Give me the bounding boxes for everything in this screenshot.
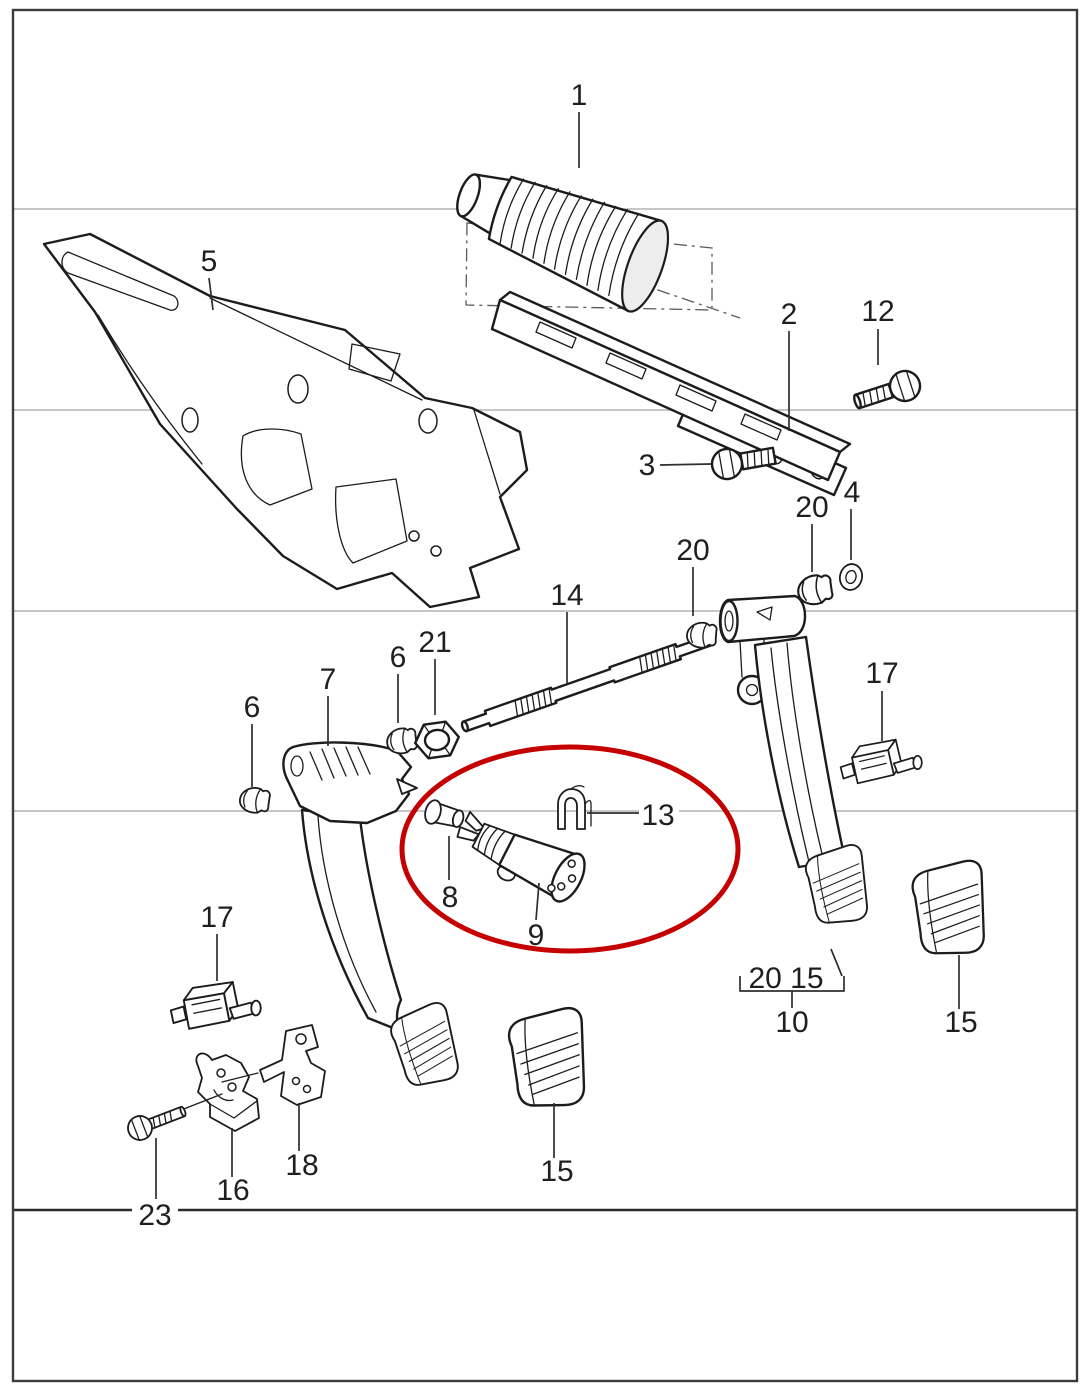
page-border bbox=[11, 8, 1079, 1383]
callout-2: 2 bbox=[781, 298, 798, 331]
part-10-brake-pedal bbox=[718, 594, 878, 931]
part-13-retainer-clip bbox=[557, 785, 592, 830]
part-15-pedal-pad-right bbox=[907, 857, 997, 962]
part-8-pin bbox=[424, 799, 465, 828]
part-7-clutch-pedal bbox=[282, 741, 470, 1094]
callout-20-15-group: 20 15 bbox=[748, 962, 823, 995]
callout-3: 3 bbox=[639, 449, 656, 482]
callout-7: 7 bbox=[320, 663, 337, 696]
part-18-support-bracket bbox=[221, 1024, 326, 1106]
part-15-pedal-pad-mid bbox=[504, 1004, 597, 1115]
callout-1: 1 bbox=[571, 79, 588, 112]
callout-23: 23 bbox=[138, 1199, 171, 1232]
callout-8: 8 bbox=[442, 881, 459, 914]
callout-6-mid: 6 bbox=[390, 641, 407, 674]
callout-leader-lines bbox=[155, 112, 960, 1201]
callout-10: 10 bbox=[775, 1006, 808, 1039]
callout-13: 13 bbox=[641, 799, 674, 832]
part-4-washer bbox=[838, 563, 864, 591]
callout-15-mid: 15 bbox=[540, 1155, 573, 1188]
callout-4: 4 bbox=[844, 476, 861, 509]
part-21-hex-nut bbox=[414, 720, 460, 760]
callout-12: 12 bbox=[861, 295, 894, 328]
callout-15-right: 15 bbox=[944, 1006, 977, 1039]
part-2-support-bar bbox=[490, 290, 852, 497]
callout-21: 21 bbox=[418, 626, 451, 659]
part-16-clamp-bracket bbox=[195, 1052, 260, 1132]
callout-18: 18 bbox=[285, 1149, 318, 1182]
callout-14: 14 bbox=[550, 579, 583, 612]
label-13-bg bbox=[639, 799, 679, 828]
callout-16: 16 bbox=[216, 1174, 249, 1207]
callout-5: 5 bbox=[201, 245, 218, 278]
part-12-hex-bolt bbox=[853, 369, 922, 410]
part-5-mounting-bracket bbox=[42, 232, 529, 609]
callout-20-upper: 20 bbox=[795, 491, 828, 524]
callout-9: 9 bbox=[528, 919, 545, 952]
part-1-bellows-boot bbox=[456, 173, 670, 313]
callout-labels: 1 5 2 12 3 20 4 20 14 21 6 7 6 17 13 8 9… bbox=[138, 79, 977, 1232]
callout-6-left: 6 bbox=[244, 691, 261, 724]
part-9-vibration-damper bbox=[456, 811, 586, 903]
callout-20-shaft: 20 bbox=[676, 534, 709, 567]
label-23-bg bbox=[132, 1199, 178, 1228]
part-23-hex-bolt bbox=[127, 1093, 223, 1141]
highlight-ellipse bbox=[399, 744, 741, 954]
callout-17-left: 17 bbox=[200, 901, 233, 934]
callout-17-right: 17 bbox=[865, 657, 898, 690]
part-3-hex-screw bbox=[710, 446, 777, 481]
group-bracket bbox=[739, 976, 845, 1008]
